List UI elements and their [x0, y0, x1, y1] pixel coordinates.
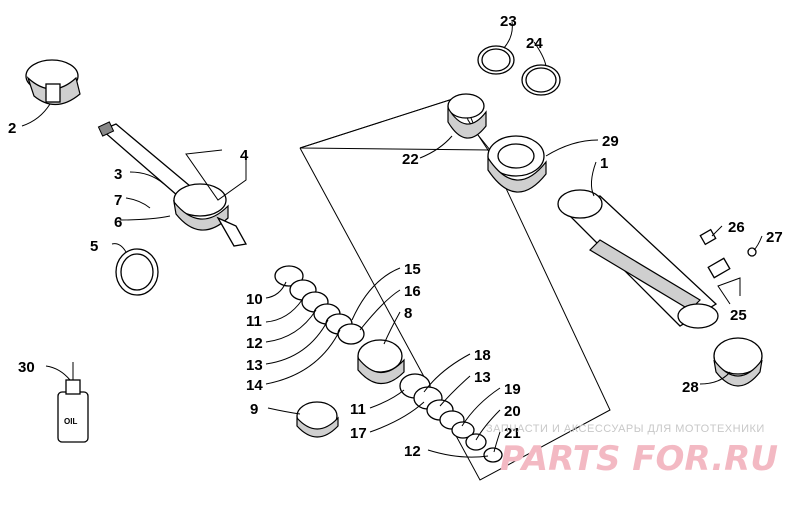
part-valve	[699, 228, 757, 279]
label-14: 14	[246, 377, 263, 394]
part-washer-stack-upper	[274, 265, 365, 345]
part-shock-body	[557, 189, 719, 329]
label-12-lower: 12	[404, 443, 421, 460]
watermark-subtitle: ЗАПЧАСТИ И АКСЕССУАРЫ ДЛЯ МОТОТЕХНИКИ	[486, 423, 765, 435]
watermark-logo: PARTS FOR.RU	[500, 439, 778, 479]
label-28: 28	[682, 379, 699, 396]
label-29: 29	[602, 133, 619, 150]
label-25: 25	[730, 307, 747, 324]
part-number-labels: 2 3 4 7 6 5 10 11 12 13 14 15 16 8 9 11 …	[8, 13, 783, 460]
part-washer-stack-lower	[399, 373, 503, 463]
label-10: 10	[246, 291, 263, 308]
label-11-upper: 11	[246, 313, 262, 330]
part-piston	[357, 339, 405, 385]
label-18: 18	[474, 347, 491, 364]
label-11-lower: 11	[350, 401, 366, 418]
label-4: 4	[240, 147, 249, 164]
label-21: 21	[504, 425, 521, 442]
label-27: 27	[766, 229, 783, 246]
label-6: 6	[114, 214, 122, 231]
label-7: 7	[114, 192, 122, 209]
label-3: 3	[114, 166, 122, 183]
part-eyelet-cap	[25, 59, 81, 106]
label-24: 24	[526, 35, 543, 52]
label-20: 20	[504, 403, 521, 420]
label-1: 1	[600, 155, 608, 172]
oil-bottle-icon: OIL	[57, 362, 89, 443]
part-reservoir-cap	[487, 135, 547, 193]
watermark: ЗАПЧАСТИ И АКСЕССУАРЫ ДЛЯ МОТОТЕХНИКИ PA…	[486, 423, 778, 479]
label-17: 17	[350, 425, 367, 442]
label-13-upper: 13	[246, 357, 263, 374]
label-2: 2	[8, 120, 16, 137]
part-top-seal	[447, 93, 487, 139]
label-12-upper: 12	[246, 335, 263, 352]
label-9: 9	[250, 401, 258, 418]
label-23: 23	[500, 13, 517, 30]
label-26: 26	[728, 219, 745, 236]
label-5: 5	[90, 238, 98, 255]
label-19: 19	[504, 381, 521, 398]
label-16: 16	[404, 283, 421, 300]
label-8: 8	[404, 305, 412, 322]
label-13-lower: 13	[474, 369, 491, 386]
part-bottom-bushing	[713, 337, 763, 387]
label-15: 15	[404, 261, 421, 278]
oil-label: OIL	[64, 417, 77, 426]
part-shaft	[97, 121, 192, 197]
part-bushing	[296, 401, 339, 438]
label-30: 30	[18, 359, 35, 376]
leader-lines	[21, 21, 763, 458]
part-shaft-body	[173, 183, 248, 247]
label-22: 22	[402, 151, 419, 168]
